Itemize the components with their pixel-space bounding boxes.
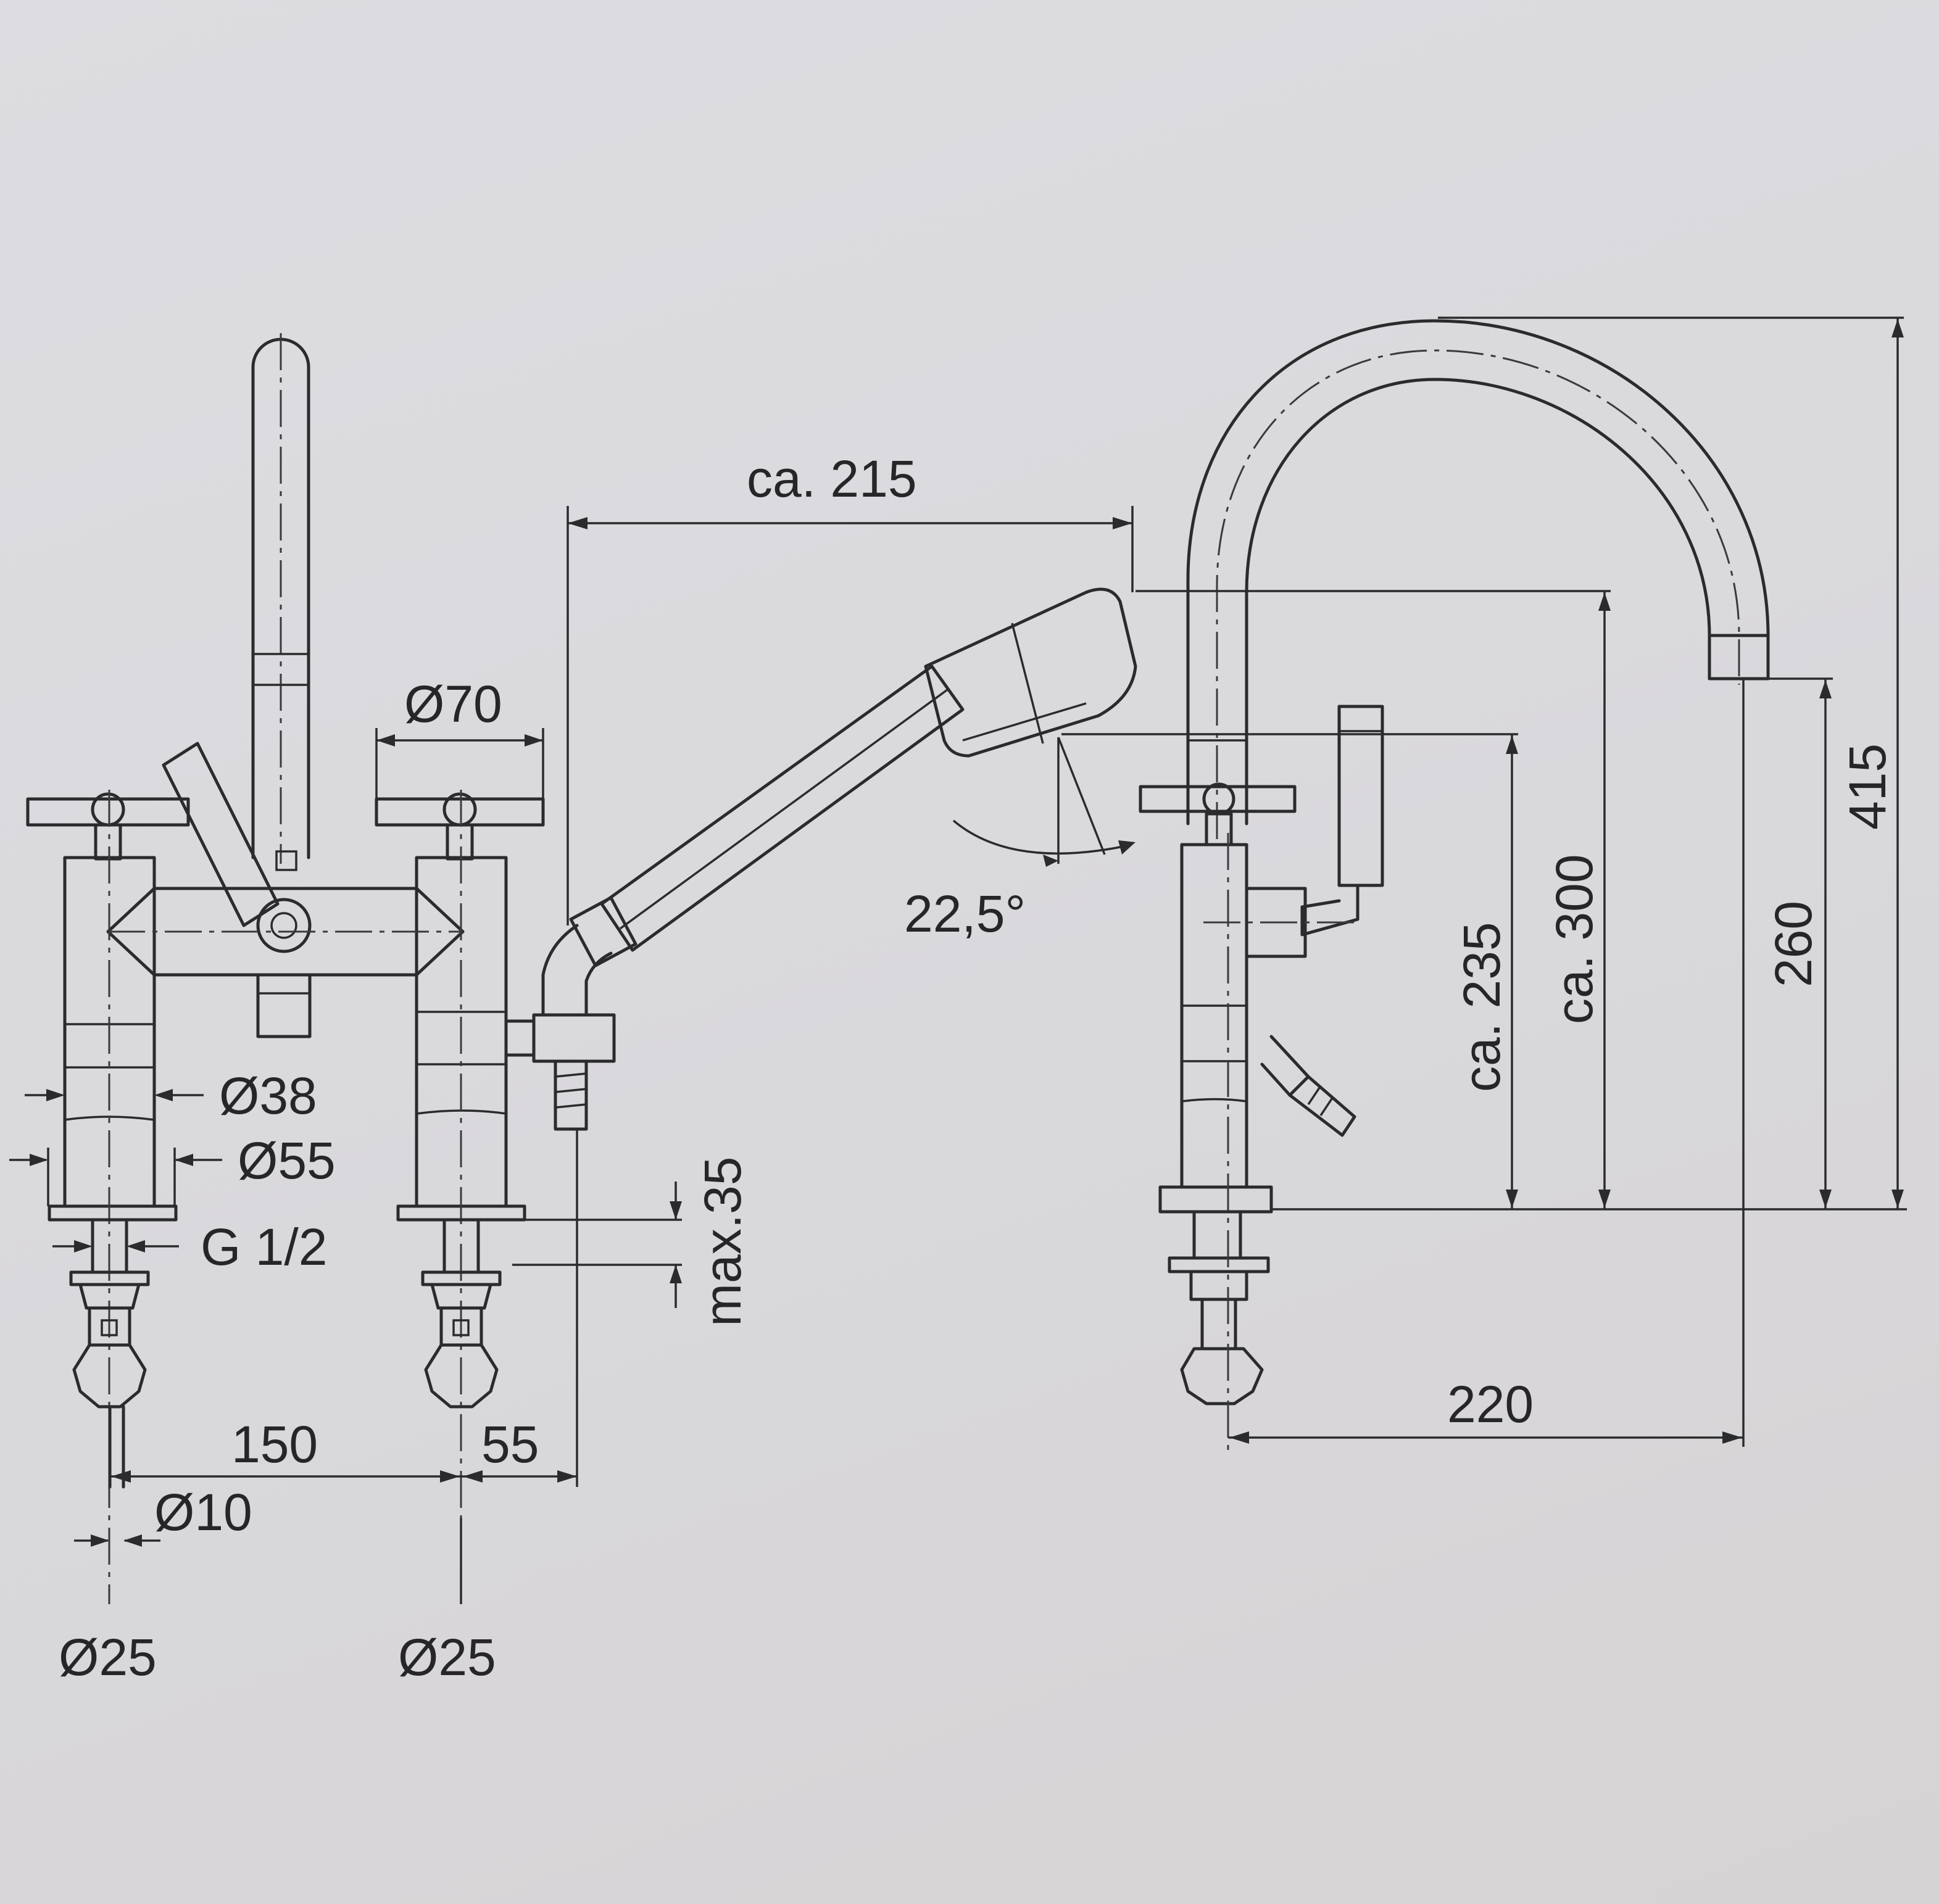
dimension-labels: Ø70 ca. 215 22,5° Ø38 Ø55 G 1/2 max.35 1… — [59, 450, 1896, 1686]
dim-ca-235: ca. 235 — [1453, 922, 1511, 1092]
dim-260: 260 — [1764, 901, 1822, 987]
hand-shower — [504, 587, 1137, 1131]
dim-220: 220 — [1447, 1375, 1534, 1433]
dim-diameter-38: Ø38 — [219, 1067, 317, 1125]
dim-max-35: max.35 — [694, 1157, 752, 1327]
dim-diameter-25-right: Ø25 — [398, 1628, 496, 1686]
dim-diameter-55: Ø55 — [238, 1132, 336, 1190]
dim-ca-215: ca. 215 — [747, 450, 917, 508]
dim-diameter-70: Ø70 — [404, 675, 502, 733]
dim-angle-22-5: 22,5° — [904, 885, 1026, 943]
dim-diameter-25-left: Ø25 — [59, 1628, 157, 1686]
dim-diameter-10: Ø10 — [154, 1483, 252, 1541]
dim-55: 55 — [481, 1415, 539, 1473]
basin-mixer-side-view — [1139, 319, 1770, 1450]
dim-415: 415 — [1838, 743, 1896, 830]
dim-thread-g12: G 1/2 — [201, 1218, 327, 1276]
deck-mixer-front-view — [26, 333, 545, 1604]
dimension-lines — [9, 317, 1907, 1547]
dim-150: 150 — [231, 1415, 318, 1473]
dim-ca-300: ca. 300 — [1545, 854, 1603, 1024]
